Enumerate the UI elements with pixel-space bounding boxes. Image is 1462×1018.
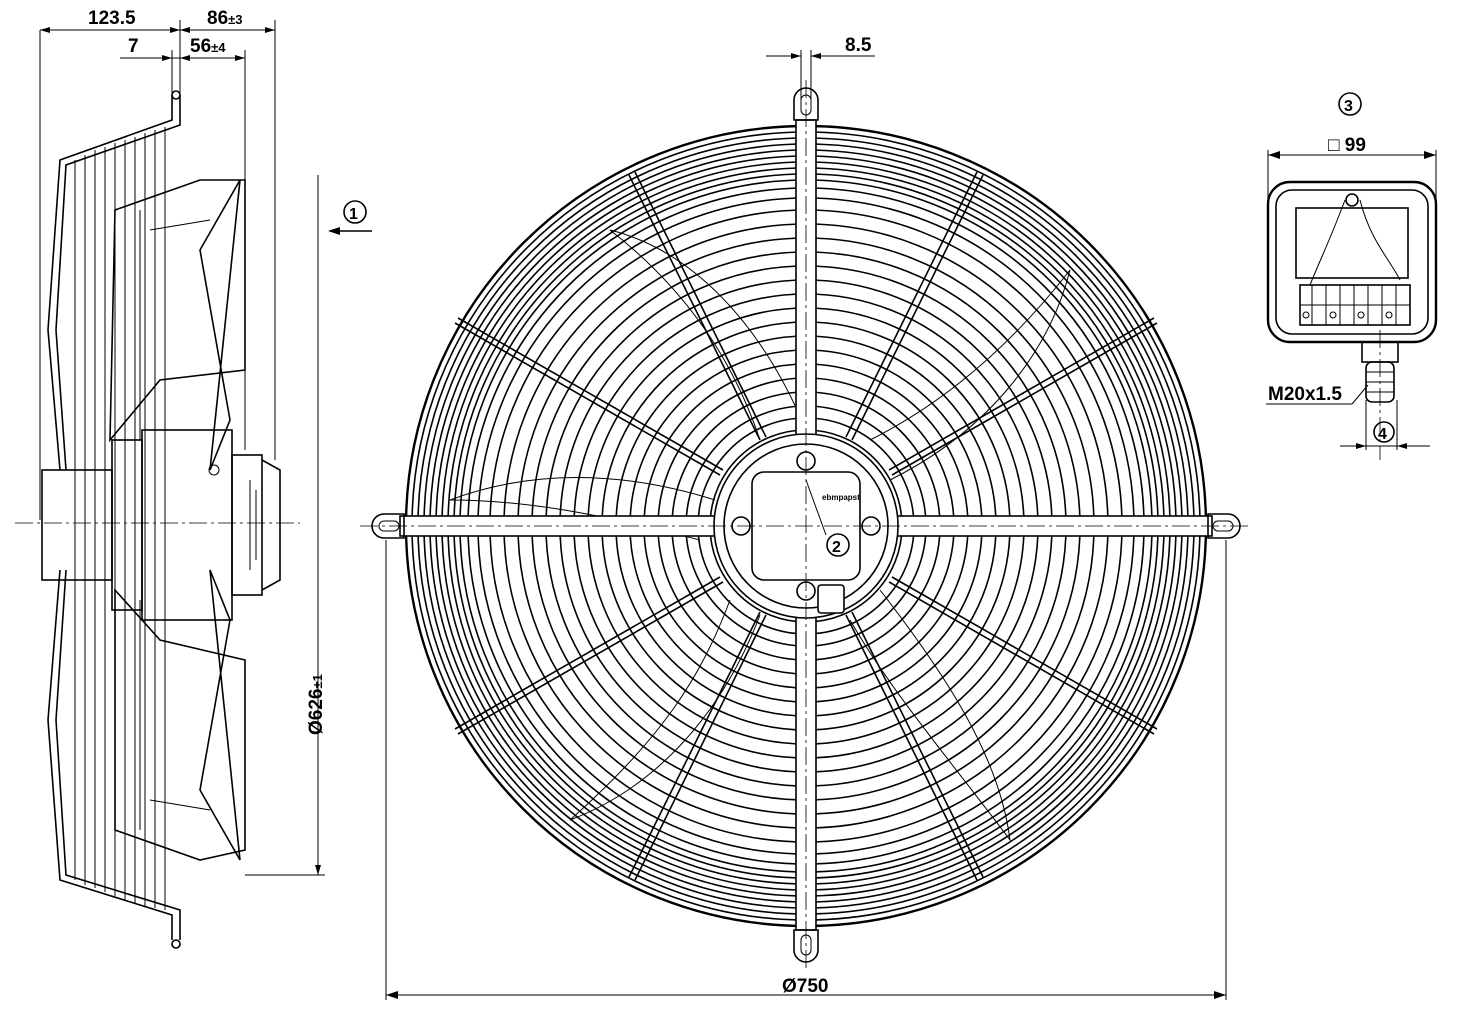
brand-marking: ebmpapst (822, 493, 860, 502)
airflow-callout: 1 (328, 200, 372, 235)
dim-slot-width: 8.5 (845, 35, 872, 56)
guard-side-wires (74, 127, 166, 910)
dim-guard-depth: 86±3 (207, 8, 243, 29)
dim-depth-total: 123.5 (88, 8, 136, 29)
callout-terminal-detail: 3 (1344, 98, 1353, 115)
dim-impeller-diameter: Ø626±1 (306, 674, 327, 735)
dim-motor-depth: 56±4 (190, 36, 226, 57)
callout-gland-detail: 4 (1378, 426, 1387, 443)
side-view: 123.5 7 86±3 56±4 Ø626±1 (15, 8, 327, 949)
callout-airflow: 1 (349, 206, 358, 223)
dim-gland-thread: M20x1.5 (1268, 384, 1342, 405)
front-view: ebmpapst 2 8.5 Ø750 (360, 35, 1250, 1000)
terminal-box-detail: 3 □ 99 M20x1.5 4 (1266, 92, 1438, 460)
callout-terminal-box: 2 (832, 539, 841, 556)
guard-spokes (454, 171, 1158, 881)
dim-guard-diameter: Ø750 (782, 976, 828, 997)
dim-terminal-box-size: □ 99 (1328, 135, 1366, 156)
dim-offset-small: 7 (128, 36, 139, 57)
